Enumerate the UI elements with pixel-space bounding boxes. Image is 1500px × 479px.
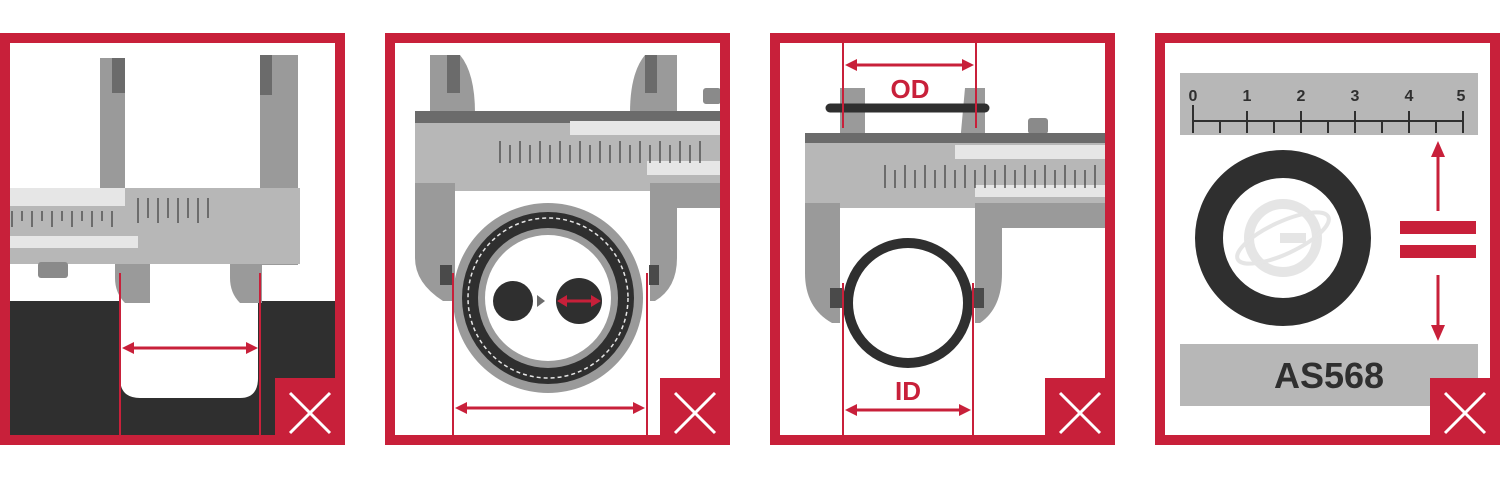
ruler-tick-label: 1: [1243, 88, 1252, 105]
close-icon[interactable]: [1045, 378, 1115, 445]
od-label: OD: [891, 74, 930, 104]
ruler-tick-label: 5: [1457, 88, 1466, 105]
standard-label: AS568: [1274, 355, 1384, 396]
caliper-icon: [415, 55, 720, 301]
close-icon[interactable]: [1430, 378, 1500, 445]
panel-4-illustration: 0 1 2 3 4 5 AS568: [1155, 33, 1500, 445]
panel-1: [0, 33, 345, 445]
close-icon[interactable]: [275, 378, 345, 445]
panel-3-illustration: OD ID: [770, 33, 1115, 445]
caliper-icon: [10, 55, 300, 303]
caliper-icon: [805, 88, 1105, 323]
ruler-icon: 0 1 2 3 4 5: [1180, 73, 1478, 135]
o-ring-icon: [1195, 150, 1371, 326]
panel-frame: [0, 33, 345, 445]
measurement-arrow: [452, 273, 648, 435]
panel-frame: [385, 33, 730, 445]
ruler-tick-label: 0: [1189, 88, 1198, 105]
measurement-arrow: [119, 273, 261, 435]
equals-icon: [1400, 221, 1476, 258]
ruler-tick-label: 4: [1405, 88, 1414, 105]
close-icon[interactable]: [660, 378, 730, 445]
panel-frame: [1155, 33, 1500, 445]
panel-2-illustration: [385, 33, 730, 445]
standard-badge: [1180, 344, 1478, 406]
double-arrow-icon: [1431, 141, 1445, 341]
panel-1-illustration: [0, 33, 345, 445]
id-label: ID: [895, 376, 921, 406]
ruler-tick-label: 3: [1351, 88, 1360, 105]
o-ring-icon: [453, 203, 643, 393]
o-ring-icon: [825, 103, 990, 368]
panel-3: OD ID: [770, 33, 1115, 445]
logo-icon: [1235, 199, 1331, 277]
panel-2: [385, 33, 730, 445]
measurement-arrow: [842, 43, 977, 435]
panel-4: 0 1 2 3 4 5 AS568: [1155, 33, 1500, 445]
ruler-tick-label: 2: [1297, 88, 1306, 105]
panel-frame: [770, 33, 1115, 445]
